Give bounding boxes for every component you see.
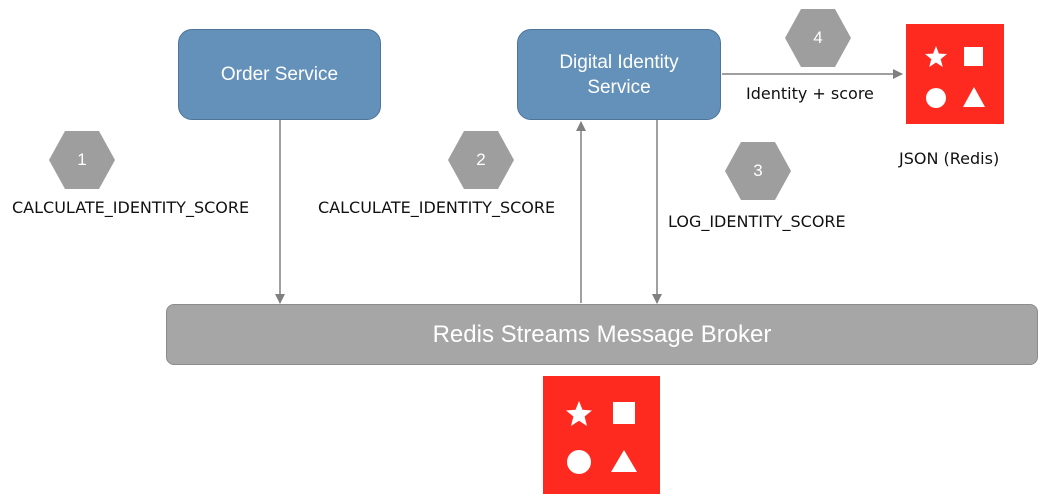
hexagon-badge-icon bbox=[785, 9, 851, 67]
step-3-label: LOG_IDENTITY_SCORE bbox=[668, 212, 846, 231]
square-icon bbox=[613, 402, 635, 424]
step-3-number: 3 bbox=[753, 161, 763, 180]
step-4-label: Identity + score bbox=[746, 84, 874, 103]
circle-icon bbox=[926, 88, 946, 108]
redis-logo-icon bbox=[543, 376, 660, 494]
hexagon-badge-icon bbox=[725, 142, 791, 200]
redis-logo-icon bbox=[906, 24, 1004, 124]
identity-service-label-line1: Digital Identity bbox=[559, 51, 679, 73]
digital-identity-service-box: Digital Identity Service bbox=[517, 29, 721, 120]
step-4-number: 4 bbox=[813, 28, 823, 47]
hexagon-badge-icon bbox=[448, 131, 514, 189]
triangle-icon bbox=[611, 450, 637, 472]
step-1-number: 1 bbox=[77, 150, 87, 169]
hexagon-badge-icon bbox=[49, 131, 115, 189]
step-1-label: CALCULATE_IDENTITY_SCORE bbox=[12, 198, 250, 217]
star-icon bbox=[566, 401, 592, 426]
message-broker-bar: Redis Streams Message Broker bbox=[166, 304, 1038, 365]
square-icon bbox=[964, 47, 983, 66]
json-store-label: JSON (Redis) bbox=[899, 149, 1000, 168]
triangle-icon bbox=[963, 87, 985, 107]
order-service-box: Order Service bbox=[178, 29, 381, 120]
star-icon bbox=[925, 46, 947, 67]
message-broker-label: Redis Streams Message Broker bbox=[432, 320, 772, 348]
circle-icon bbox=[567, 450, 591, 474]
order-service-label: Order Service bbox=[220, 64, 339, 85]
identity-service-label-line2: Service bbox=[587, 76, 651, 98]
step-2-number: 2 bbox=[476, 150, 486, 169]
step-2-label: CALCULATE_IDENTITY_SCORE bbox=[318, 198, 556, 217]
